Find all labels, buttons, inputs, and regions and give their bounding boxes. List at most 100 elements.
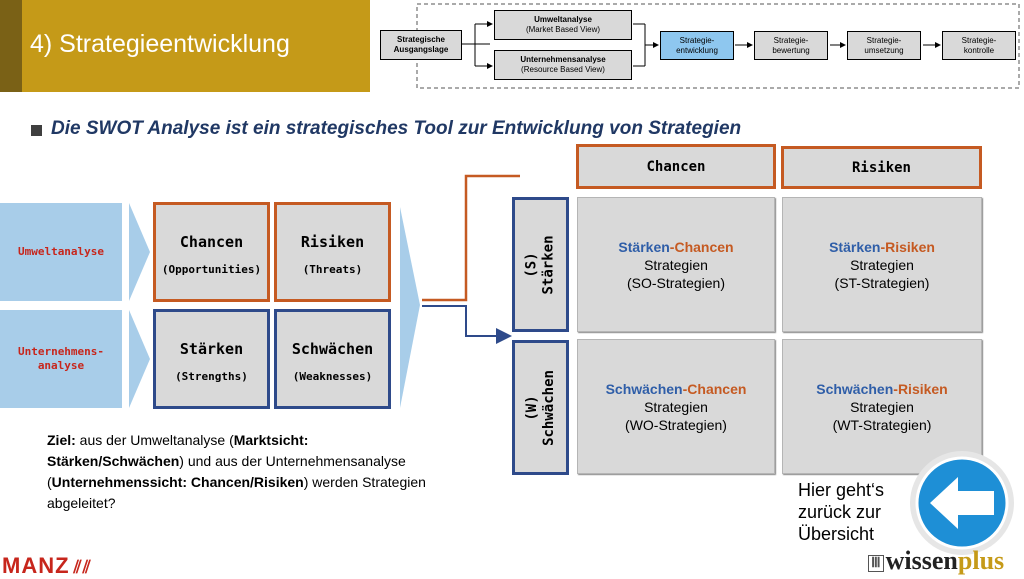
unternehmensanalyse-text-1: Unternehmens- xyxy=(17,345,105,358)
process-bewertung-line1: Strategie- xyxy=(773,35,809,45)
umweltanalyse-label: Umweltanalyse xyxy=(0,203,122,301)
manz-logo: MANZ⫽⫽ xyxy=(2,553,92,579)
so-line3: (SO-Strategien) xyxy=(626,275,726,291)
card-chancen: Chancen (Opportunities) xyxy=(153,202,270,302)
process-unternehmen-line2: (Resource Based View) xyxy=(521,65,605,74)
process-umsetzung-line2: umsetzung xyxy=(864,45,904,55)
so-dash: - xyxy=(669,239,675,255)
matrix-cell-so-line1: Stärken-Chancen xyxy=(578,238,774,256)
back-link-text[interactable]: Hier geht‘s zurück zur Übersicht xyxy=(798,479,884,545)
so-a: Stärken xyxy=(618,239,670,255)
process-strategieentwicklung[interactable]: Strategie- entwicklung xyxy=(660,31,734,60)
header-title-panel xyxy=(22,0,370,92)
process-umwelt-line1: Umweltanalyse xyxy=(534,15,592,24)
goal-p2: aus der Umweltanalyse ( xyxy=(75,432,234,448)
matrix-cell-wo: Schwächen-Chancen Strategien (WO-Strateg… xyxy=(577,339,775,474)
wo-line2: Strategien xyxy=(644,399,708,415)
card-risiken-sub: (Threats) xyxy=(302,263,363,276)
wo-dash: - xyxy=(682,381,688,397)
so-line2: Strategien xyxy=(644,257,708,273)
card-staerken: Stärken (Strengths) xyxy=(153,309,270,409)
matrix-row-s-code: (S) xyxy=(523,251,540,278)
manz-logo-text: MANZ xyxy=(2,553,70,578)
st-b: Risiken xyxy=(885,239,935,255)
process-strategieumsetzung[interactable]: Strategie- umsetzung xyxy=(847,31,921,60)
wt-a: Schwächen xyxy=(816,381,894,397)
goal-p6: ) werden Strategien abgeleitet? xyxy=(47,474,426,511)
header-accent-bar xyxy=(0,0,22,92)
back-text-line2: zurück zur xyxy=(798,502,882,522)
wt-dash: - xyxy=(893,381,898,397)
process-entwicklung-line2: entwicklung xyxy=(676,45,718,55)
matrix-cell-so: Stärken-Chancen Strategien (SO-Strategie… xyxy=(577,197,775,332)
card-risiken: Risiken (Threats) xyxy=(274,202,391,302)
process-unternehmensanalyse[interactable]: Unternehmensanalyse (Resource Based View… xyxy=(494,50,632,80)
card-schwaechen: Schwächen (Weaknesses) xyxy=(274,309,391,409)
process-bewertung-line2: bewertung xyxy=(772,45,810,55)
matrix-row-w-code: (W) xyxy=(523,394,540,421)
process-strategiekontrolle[interactable]: Strategie- kontrolle xyxy=(942,31,1016,60)
card-chancen-title: Chancen xyxy=(179,233,244,251)
manz-slash-icon: ⫽⫽ xyxy=(73,557,92,577)
diagram-connectors xyxy=(129,174,520,408)
process-ausgangslage[interactable]: Strategische Ausgangslage xyxy=(380,30,462,60)
so-b: Chancen xyxy=(674,239,734,255)
process-entwicklung-line1: Strategie- xyxy=(679,35,715,45)
st-dash: - xyxy=(880,239,886,255)
back-arrow-icon[interactable] xyxy=(908,449,1016,557)
goal-p1: Ziel: xyxy=(47,432,76,448)
wo-a: Schwächen xyxy=(605,381,683,397)
process-strategiebewertung[interactable]: Strategie- bewertung xyxy=(754,31,828,60)
process-kontrolle-line2: kontrolle xyxy=(963,45,995,55)
matrix-cell-wt-line1: Schwächen-Risiken xyxy=(783,380,981,398)
matrix-header-risiken: Risiken xyxy=(781,146,982,189)
card-chancen-sub: (Opportunities) xyxy=(161,263,262,276)
matrix-cell-st-line1: Stärken-Risiken xyxy=(783,238,981,256)
back-text-line1: Hier geht‘s xyxy=(798,480,885,500)
card-staerken-sub: (Strengths) xyxy=(175,370,248,383)
wt-line2: Strategien xyxy=(850,399,914,415)
unternehmensanalyse-text-2: analyse xyxy=(37,359,85,372)
process-ausgangslage-line2: Ausgangslage xyxy=(393,45,449,54)
process-umwelt-line2: (Market Based View) xyxy=(525,25,601,34)
matrix-cell-st: Stärken-Risiken Strategien (ST-Strategie… xyxy=(782,197,982,332)
goal-p3: Marktsicht: Stärken/Schwächen xyxy=(47,432,309,469)
matrix-row-staerken: (S) Stärken xyxy=(512,197,569,332)
process-kontrolle-line1: Strategie- xyxy=(961,35,997,45)
wissenplus-text-a: wissen xyxy=(885,546,958,575)
back-text-line3: Übersicht xyxy=(798,524,875,544)
process-umweltanalyse[interactable]: Umweltanalyse (Market Based View) xyxy=(494,10,632,40)
bullet-square-icon xyxy=(31,125,42,136)
goal-text: Ziel: aus der Umweltanalyse (Marktsicht:… xyxy=(47,430,447,514)
matrix-header-chancen: Chancen xyxy=(576,144,776,189)
process-umsetzung-line1: Strategie- xyxy=(866,35,902,45)
matrix-row-staerken-text: (S) Stärken xyxy=(524,235,558,294)
card-risiken-title: Risiken xyxy=(300,233,365,251)
process-flow: Strategische Ausgangslage Umweltanalyse … xyxy=(370,0,1024,92)
wo-line3: (WO-Strategien) xyxy=(625,417,727,433)
process-unternehmen-line1: Unternehmensanalyse xyxy=(520,55,606,64)
matrix-row-schwaechen: (W) Schwächen xyxy=(512,340,569,475)
wt-b: Risiken xyxy=(897,381,948,397)
wo-b: Chancen xyxy=(687,381,747,397)
matrix-row-schwaechen-text: (W) Schwächen xyxy=(524,370,558,446)
wissenplus-mark-icon: Ⅲ xyxy=(868,554,884,572)
wt-line3: (WT-Strategien) xyxy=(832,417,932,433)
matrix-row-s-label: Stärken xyxy=(540,234,557,295)
st-line3: (ST-Strategien) xyxy=(834,275,930,291)
goal-p4: ) und aus der Unternehmensanalyse ( xyxy=(47,453,406,490)
unternehmensanalyse-label: Unternehmens- analyse xyxy=(0,310,122,408)
st-line2: Strategien xyxy=(850,257,914,273)
wissenplus-text-b: plus xyxy=(957,546,1005,575)
process-ausgangslage-line1: Strategische xyxy=(396,35,446,44)
umweltanalyse-text: Umweltanalyse xyxy=(17,245,105,258)
matrix-cell-wo-line1: Schwächen-Chancen xyxy=(578,380,774,398)
matrix-header-risiken-text: Risiken xyxy=(851,159,911,176)
goal-p5: Unternehmenssicht: Chancen/Risiken xyxy=(51,474,304,490)
st-a: Stärken xyxy=(829,239,881,255)
subtitle: Die SWOT Analyse ist ein strategisches T… xyxy=(51,118,742,139)
matrix-cell-wt: Schwächen-Risiken Strategien (WT-Strateg… xyxy=(782,339,982,474)
card-schwaechen-title: Schwächen xyxy=(291,340,374,358)
card-schwaechen-sub: (Weaknesses) xyxy=(292,370,373,383)
page-title: 4) Strategieentwicklung xyxy=(30,30,290,58)
